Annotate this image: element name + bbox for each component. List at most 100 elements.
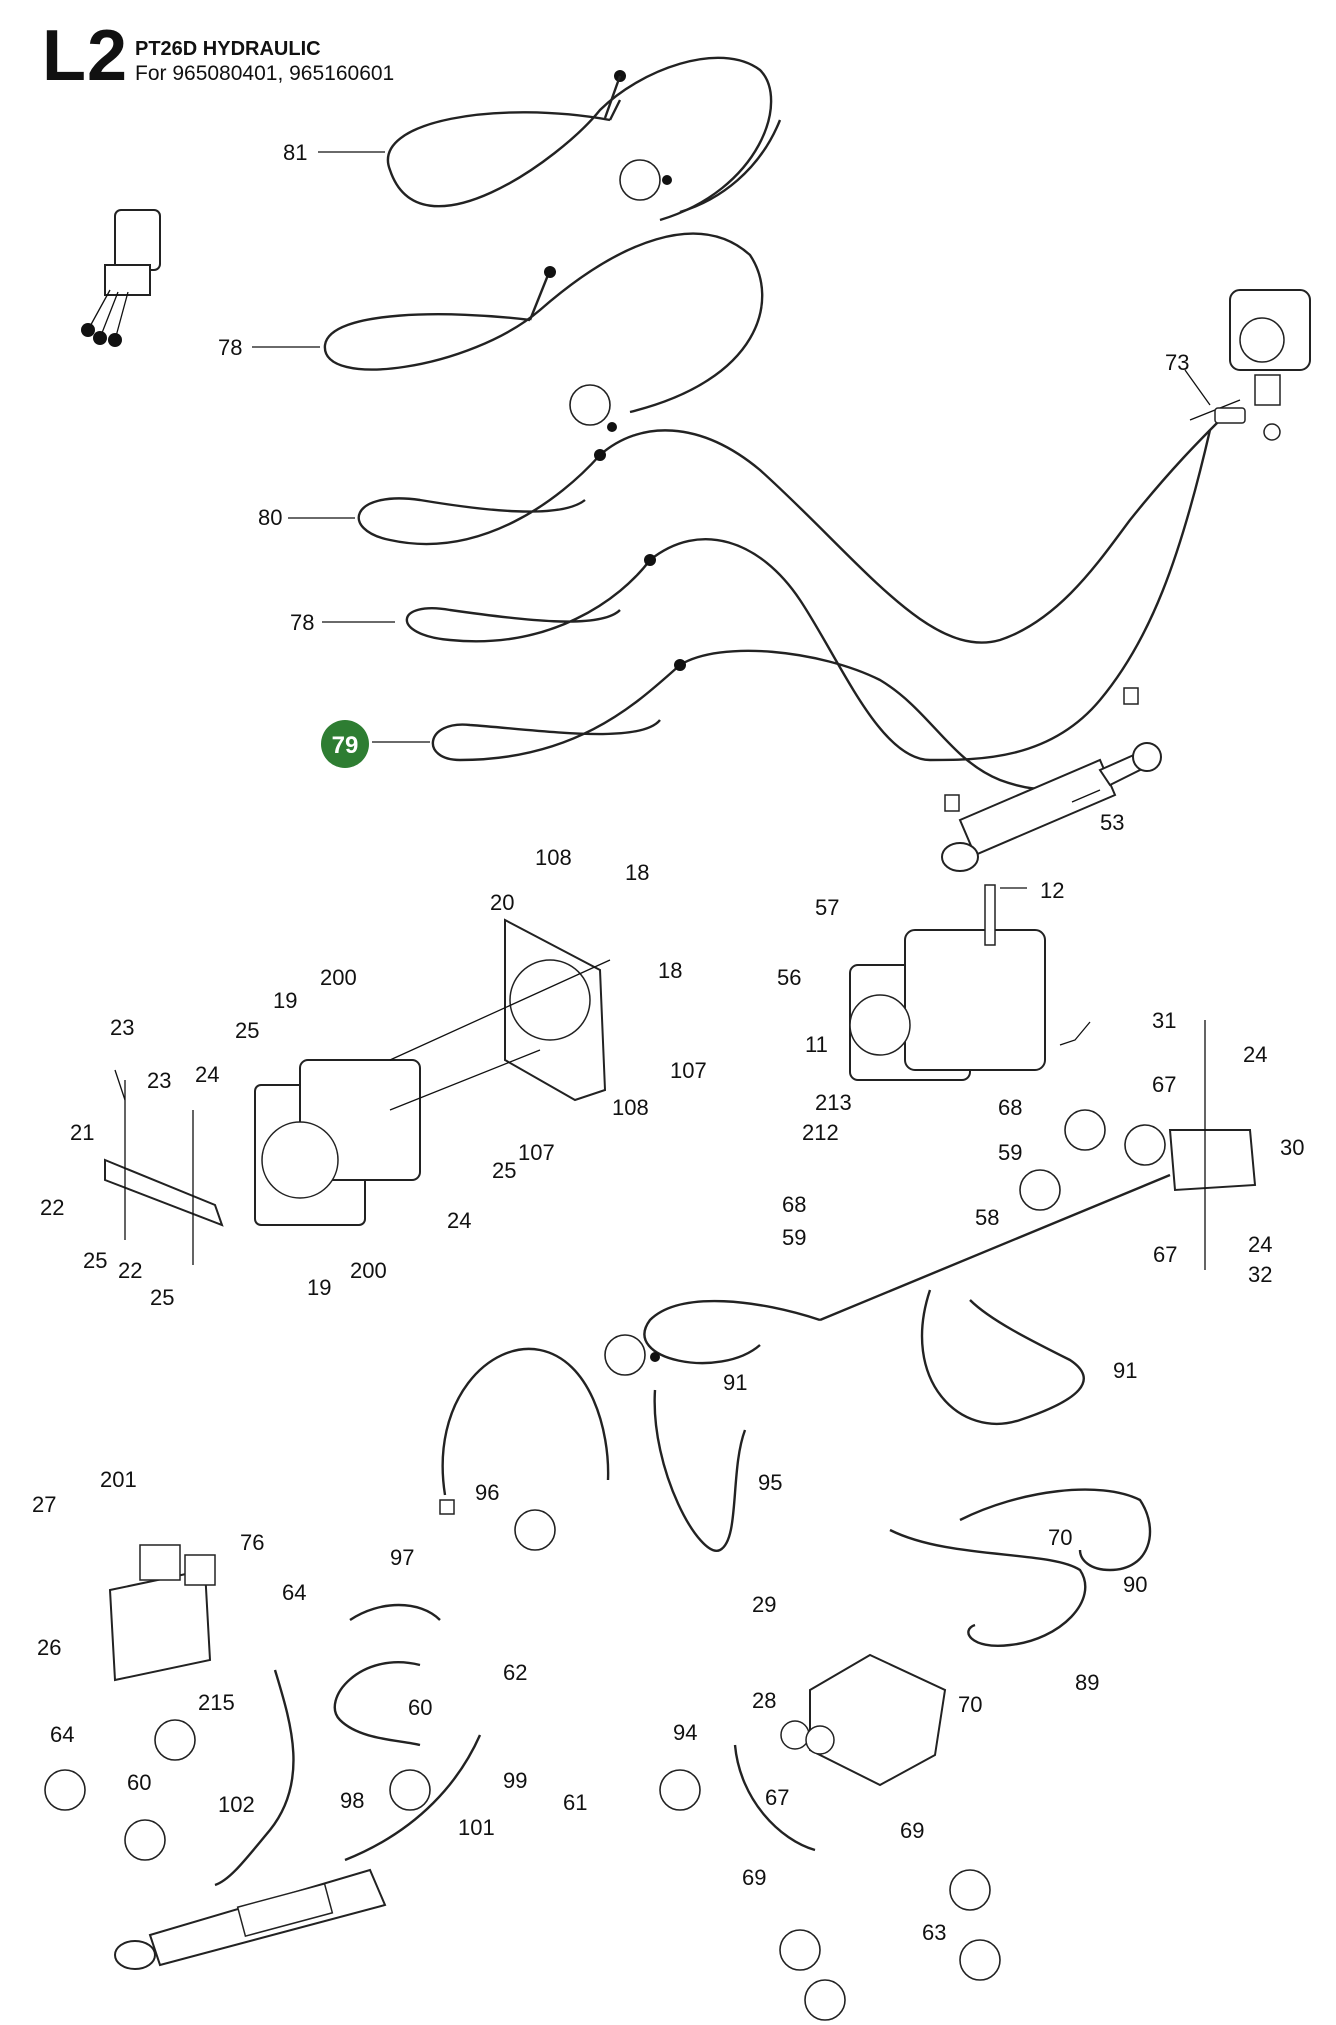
- reference-circle: [569, 384, 611, 426]
- reference-circles: [44, 1109, 1166, 2021]
- callout-label: 89: [1075, 1670, 1099, 1695]
- callout-label: 95: [758, 1470, 782, 1495]
- hose-89-90: [889, 1488, 1152, 1647]
- callout-labels: 81 78 80 78 53 73 12 57 56 11 213 68 212…: [32, 140, 1304, 1945]
- callout-label: 31: [1152, 1008, 1176, 1033]
- callout-label: 70: [1048, 1525, 1072, 1550]
- callout-label: 23: [110, 1015, 134, 1040]
- callout-label: 61: [563, 1790, 587, 1815]
- highlight-label[interactable]: 79: [332, 732, 359, 759]
- callout-label: 24: [1243, 1042, 1267, 1067]
- control-valve-28: [780, 1653, 947, 1787]
- callout-label: 56: [777, 965, 801, 990]
- small-hydraulic-motor: [81, 209, 161, 347]
- callout-label: 20: [490, 890, 514, 915]
- hose-91-right: [920, 1289, 1085, 1426]
- callout-label: 23: [147, 1068, 171, 1093]
- callout-label: 107: [670, 1058, 707, 1083]
- callout-label: 102: [218, 1792, 255, 1817]
- diagram-title: PT26D HYDRAULIC: [135, 38, 321, 60]
- callout-label: 91: [1113, 1358, 1137, 1383]
- callout-label: 21: [70, 1120, 94, 1145]
- callout-label: 29: [752, 1592, 776, 1617]
- callout-label: 91: [723, 1370, 747, 1395]
- callout-label: 80: [258, 505, 282, 530]
- valve-block-30: [1168, 1020, 1257, 1270]
- hose-79: [431, 649, 1101, 791]
- callout-label: 58: [975, 1205, 999, 1230]
- callout-label: 68: [998, 1095, 1022, 1120]
- support-bracket-21: [104, 1080, 224, 1265]
- callout-label: 64: [282, 1580, 306, 1605]
- reference-circle: [604, 1334, 646, 1376]
- callout-label: 200: [350, 1258, 387, 1283]
- callout-label: 25: [235, 1018, 259, 1043]
- callout-label: 212: [802, 1120, 839, 1145]
- callout-label: 70: [958, 1692, 982, 1717]
- callout-label: 32: [1248, 1262, 1272, 1287]
- callout-label: 11: [805, 1032, 828, 1057]
- highlight-badge[interactable]: [321, 720, 369, 768]
- callout-label: 18: [658, 958, 682, 983]
- hydraulic-cylinder-lower: [114, 1868, 387, 1970]
- hose-91-left: [643, 1173, 1171, 1365]
- callout-label: 19: [273, 988, 297, 1013]
- callout-label: 25: [83, 1248, 107, 1273]
- callout-label: 24: [447, 1208, 471, 1233]
- callout-label: 24: [1248, 1232, 1272, 1257]
- callout-label: 28: [752, 1688, 776, 1713]
- callout-label: 64: [50, 1722, 74, 1747]
- callout-label: 12: [1040, 878, 1064, 903]
- callout-label: 213: [815, 1090, 852, 1115]
- callout-label: 22: [118, 1258, 142, 1283]
- leader-lines: [114, 151, 1211, 1101]
- diagram-subtitle: For 965080401, 965160601: [135, 62, 395, 85]
- callout-label: 73: [1165, 350, 1189, 375]
- callout-label: 26: [37, 1635, 61, 1660]
- callout-label: 200: [320, 965, 357, 990]
- callout-label: 94: [673, 1720, 697, 1745]
- hydraulic-cylinder-53: [941, 687, 1162, 872]
- callout-label: 25: [492, 1158, 516, 1183]
- callout-label: 53: [1100, 810, 1124, 835]
- reference-circle: [619, 159, 661, 201]
- hose-95: [653, 1389, 747, 1552]
- hose-102: [214, 1669, 295, 1887]
- hose-101: [344, 1734, 482, 1862]
- reference-circle: [514, 1509, 556, 1551]
- callout-label: 99: [503, 1768, 527, 1793]
- callout-label: 67: [765, 1785, 789, 1810]
- callout-label: 108: [612, 1095, 649, 1120]
- callout-label: 81: [283, 140, 307, 165]
- callout-label: 59: [782, 1225, 806, 1250]
- callout-label: 25: [150, 1285, 174, 1310]
- pump-mount-bracket-20: [504, 918, 607, 1102]
- callout-label: 67: [1152, 1072, 1176, 1097]
- callout-label: 19: [307, 1275, 331, 1300]
- right-wheel-motor: [1189, 289, 1311, 441]
- callout-label: 67: [1153, 1242, 1177, 1267]
- callout-label: 108: [535, 845, 572, 870]
- hose-94: [733, 1744, 816, 1852]
- callout-label: 76: [240, 1530, 264, 1555]
- callout-label: 107: [518, 1140, 555, 1165]
- callout-label: 68: [782, 1192, 806, 1217]
- callout-label: 201: [100, 1467, 137, 1492]
- callout-label: 69: [900, 1818, 924, 1843]
- callout-label: 98: [340, 1788, 364, 1813]
- callout-label: 90: [1123, 1572, 1147, 1597]
- callout-label: 60: [127, 1770, 151, 1795]
- main-hydraulic-pump-11: [849, 884, 1046, 1081]
- callout-label: 60: [408, 1695, 432, 1720]
- hose-96: [439, 1334, 660, 1551]
- hose-78-lower: [405, 429, 1212, 762]
- control-valve-26: [108, 1544, 216, 1682]
- callout-label: 96: [475, 1480, 499, 1505]
- callout-label: 78: [290, 610, 314, 635]
- callout-label: 59: [998, 1140, 1022, 1165]
- left-hydraulic-pump: [254, 959, 611, 1226]
- callout-label: 22: [40, 1195, 64, 1220]
- highlighted-callout-79[interactable]: 79: [321, 720, 369, 768]
